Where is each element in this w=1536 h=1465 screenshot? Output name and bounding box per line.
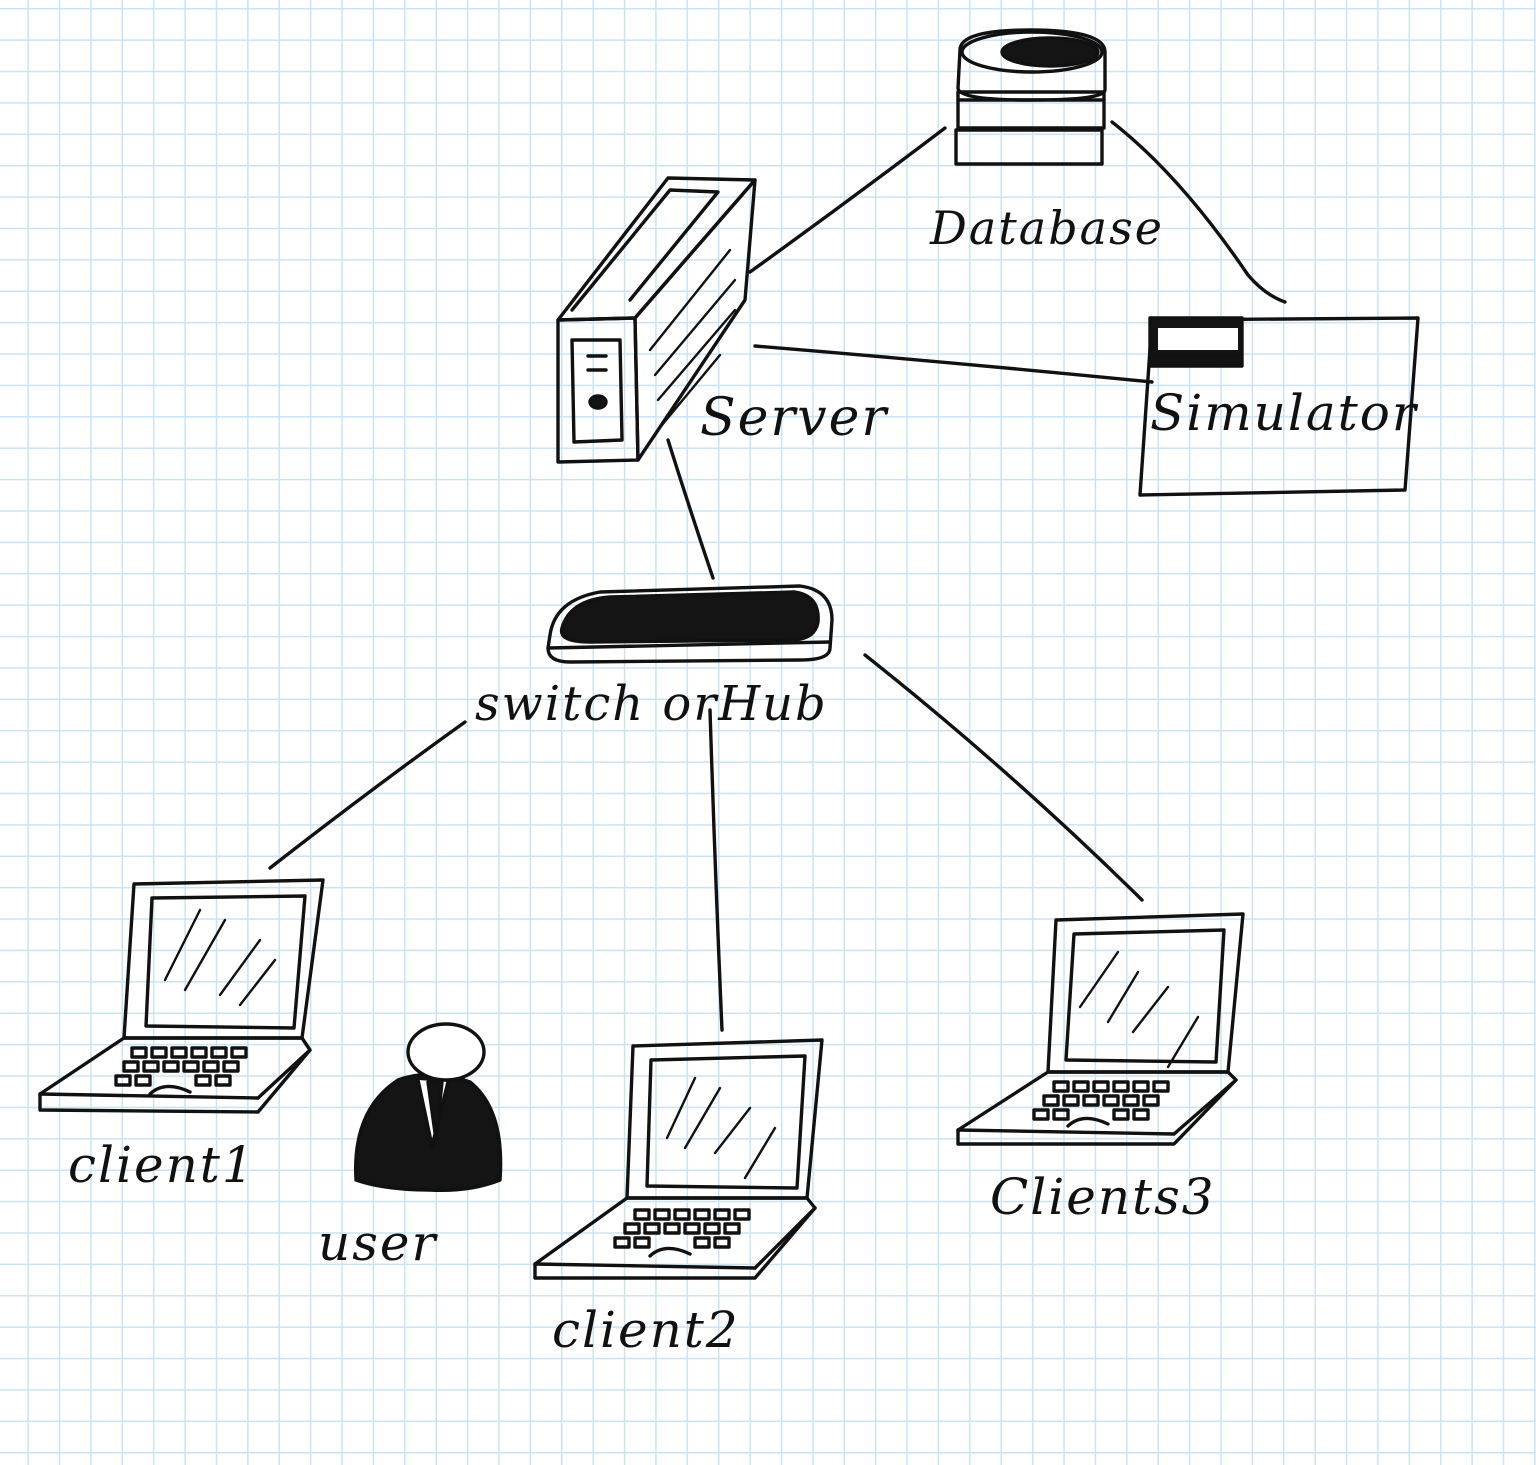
edge-server-database	[748, 126, 947, 274]
edge-switch-client2	[708, 708, 724, 1032]
simulator-box	[1138, 316, 1420, 497]
label-user: user	[318, 1214, 438, 1272]
edge-switch-client3	[863, 653, 1144, 902]
label-server: Server	[700, 388, 889, 448]
laptop-icon-client2	[533, 1038, 824, 1280]
user-icon	[353, 1022, 503, 1192]
database-icon	[954, 28, 1107, 166]
server-icon	[556, 176, 757, 464]
label-switch: switch orHub	[475, 676, 828, 732]
edge-database-simulator	[1110, 120, 1287, 304]
laptop-icon-client3	[956, 912, 1245, 1146]
label-database: Database	[930, 201, 1164, 255]
connections	[268, 120, 1287, 1032]
label-simulator: Simulator	[1150, 384, 1418, 442]
label-client1: client1	[68, 1136, 256, 1194]
edge-server-switch	[666, 438, 715, 580]
edge-switch-client1	[268, 720, 467, 870]
switch-icon	[546, 584, 834, 664]
edge-server-simulator	[753, 344, 1154, 384]
label-client3: Clients3	[990, 1168, 1216, 1226]
label-client2: client2	[552, 1301, 740, 1359]
laptop-icon-client1	[38, 878, 325, 1114]
